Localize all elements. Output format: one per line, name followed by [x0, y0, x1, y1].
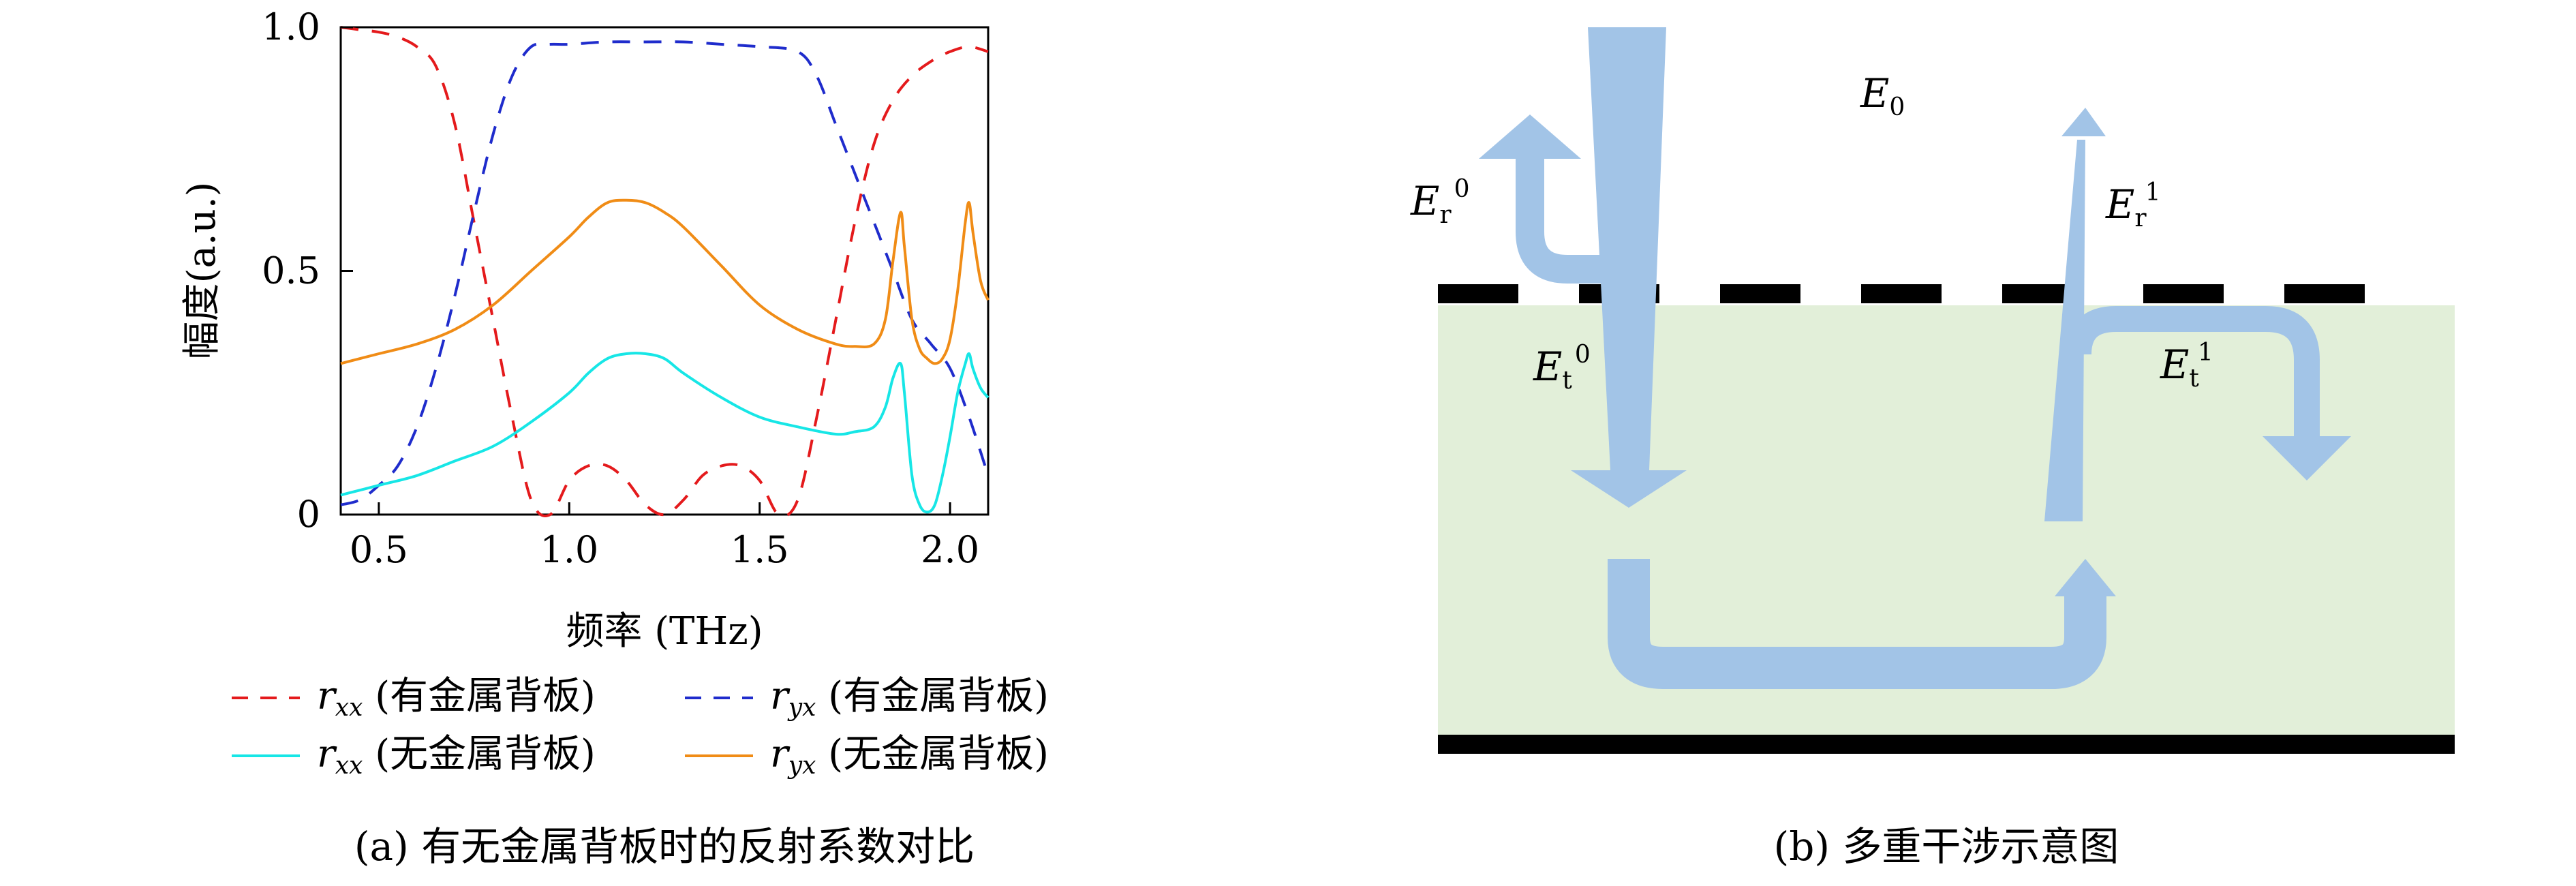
upward-beam [2044, 140, 2085, 521]
legend-item: rxx (有金属背板) [232, 674, 596, 722]
legend-item: rxx (无金属背板) [232, 732, 596, 780]
grating-strip [1438, 284, 1518, 303]
metasurface-grating [1438, 284, 2365, 303]
series-line-0 [340, 26, 989, 518]
grating-strip [1861, 284, 1942, 303]
transmitted-beam-1 [2066, 306, 2320, 436]
caption-b: (b) 多重干涉示意图 [1774, 823, 2119, 870]
legend-label: ryx (无金属背板) [770, 732, 1049, 780]
legend-item: ryx (无金属背板) [685, 732, 1049, 780]
y-axis-label: 幅度(a.u.) [180, 182, 224, 360]
series-layer [340, 26, 990, 518]
legend-label: rxx (有金属背板) [317, 674, 596, 722]
reflection-chart: 0.5 1.0 1.5 2.0 0 0.5 1.0 频率 (THz) 幅度(a.u.) rx… [180, 5, 1049, 870]
x-tick-label: 1.0 [540, 528, 598, 571]
legend-label: ryx (有金属背板) [770, 674, 1049, 722]
label-e0: E0 [1860, 70, 1905, 121]
grating-strip [1720, 284, 1800, 303]
label-et1: Et1 [2160, 339, 2213, 393]
bottom-return-arrow-head [2055, 559, 2116, 596]
transmitted-beam-arrow-head [1571, 470, 1687, 508]
label-er0: Er0 [1410, 175, 1469, 229]
reflected-beam-0-arrow-head [1479, 114, 1581, 159]
y-tick-label: 0.5 [262, 249, 320, 292]
bottom-return-beam [1608, 559, 2106, 689]
y-tick-label: 0 [297, 493, 320, 536]
x-tick-label: 1.5 [731, 528, 789, 571]
interference-diagram: E0 Er0 Er1 Et0 Et1 (b) 多重干涉示意图 [1410, 27, 2455, 870]
label-er1: Er1 [2105, 179, 2160, 232]
metal-backplate [1438, 735, 2455, 754]
caption-a: (a) 有无金属背板时的反射系数对比 [354, 823, 975, 870]
incident-beam [1588, 27, 1666, 470]
x-tick-label: 0.5 [350, 528, 408, 571]
y-tick-label: 1.0 [262, 5, 320, 48]
ticks-layer: 0.5 1.0 1.5 2.0 0 0.5 1.0 [262, 5, 979, 571]
series-line-3 [340, 198, 990, 365]
x-tick-label: 2.0 [921, 528, 979, 571]
series-line-2 [340, 352, 990, 514]
transmitted-beam-1-arrow-head [2263, 436, 2351, 480]
series-line-1 [340, 40, 990, 506]
legend: rxx (有金属背板) ryx (有金属背板) rxx (无金属背板) ryx (无金… [232, 674, 1049, 780]
x-axis-label: 频率 (THz) [566, 609, 763, 654]
reflected-beam-1-arrow-head [2061, 108, 2106, 136]
grating-strip [2284, 284, 2365, 303]
reflected-beam-0 [1516, 157, 1622, 284]
grating-strip [2143, 284, 2224, 303]
legend-item: ryx (有金属背板) [685, 674, 1049, 722]
legend-label: rxx (无金属背板) [317, 732, 596, 780]
label-et0: Et0 [1533, 341, 1591, 395]
